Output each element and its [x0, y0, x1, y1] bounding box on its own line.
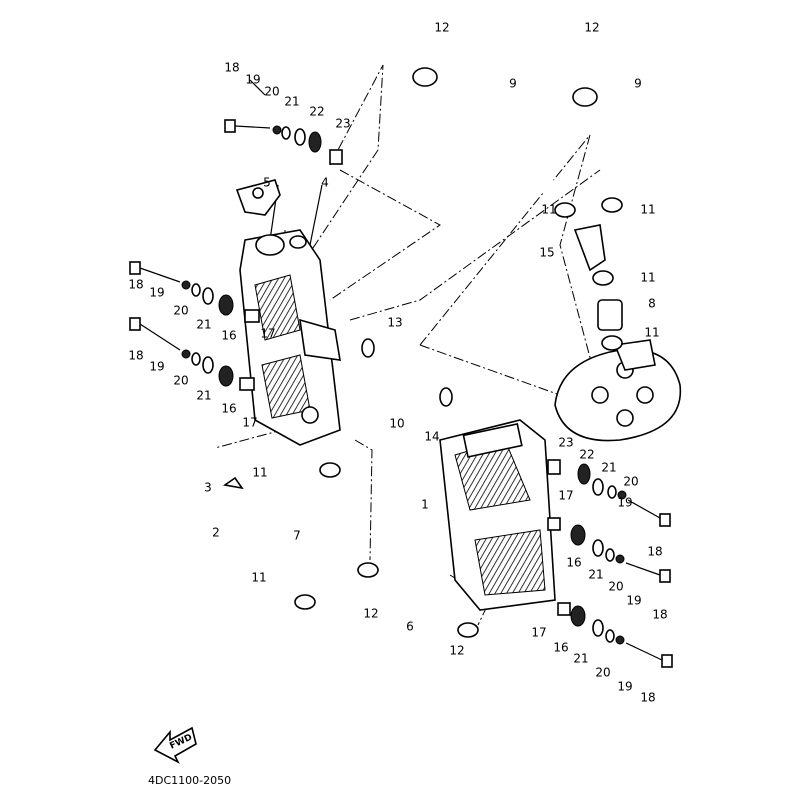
callout: 20 — [264, 85, 279, 99]
fwd-arrow-icon: FWD — [153, 726, 197, 764]
callout: 23 — [335, 117, 350, 131]
callout: 1 — [421, 498, 429, 512]
callout: 11 — [644, 326, 659, 340]
callout: 20 — [173, 374, 188, 388]
callout: 6 — [406, 620, 414, 634]
mounting-hardware — [129, 119, 673, 668]
callout: 18 — [128, 349, 143, 363]
callout: 8 — [648, 297, 656, 311]
callout: 7 — [293, 529, 301, 543]
callout: 17 — [558, 489, 573, 503]
callout: 17 — [260, 327, 275, 341]
callout: 16 — [221, 329, 236, 343]
cylinder-head — [554, 339, 682, 442]
callout: 21 — [601, 461, 616, 475]
callout: 12 — [449, 644, 464, 658]
callout: 17 — [531, 626, 546, 640]
callout: 19 — [617, 680, 632, 694]
callout: 19 — [245, 73, 260, 87]
callout: 18 — [640, 691, 655, 705]
callout: 11 — [541, 203, 556, 217]
radiator-cap — [235, 179, 281, 216]
callout: 11 — [640, 271, 655, 285]
callout: 11 — [251, 571, 266, 585]
part-code: 4DC1100-2050 — [148, 774, 231, 787]
hoses — [234, 86, 641, 641]
callout: 2 — [212, 526, 220, 540]
callout: 12 — [584, 21, 599, 35]
callout: 9 — [509, 77, 517, 91]
callout: 16 — [221, 402, 236, 416]
callout: 19 — [626, 594, 641, 608]
callout: 3 — [204, 481, 212, 495]
callout: 13 — [387, 316, 402, 330]
callout: 20 — [623, 475, 638, 489]
callout: 19 — [149, 360, 164, 374]
callout: 14 — [424, 430, 439, 444]
callout: 18 — [652, 608, 667, 622]
callout: 21 — [196, 318, 211, 332]
callout: 19 — [149, 286, 164, 300]
callout: 21 — [284, 95, 299, 109]
callout: 15 — [539, 246, 554, 260]
callout: 18 — [128, 278, 143, 292]
callouts: 18 19 20 21 22 23 12 9 12 9 5 4 11 11 15… — [128, 21, 667, 705]
callout: 12 — [434, 21, 449, 35]
callout: 10 — [389, 417, 404, 431]
callout: 18 — [647, 545, 662, 559]
callout: 19 — [617, 496, 632, 510]
callout: 11 — [252, 466, 267, 480]
callout: 9 — [634, 77, 642, 91]
callout: 16 — [566, 556, 581, 570]
hose-clamps — [222, 67, 623, 638]
left-radiator — [239, 229, 341, 446]
callout: 22 — [579, 448, 594, 462]
callout: 12 — [363, 607, 378, 621]
callout: 17 — [242, 416, 257, 430]
callout: 18 — [224, 61, 239, 75]
right-radiator — [439, 419, 556, 611]
callout: 21 — [196, 389, 211, 403]
callout: 20 — [595, 666, 610, 680]
callout: 5 — [263, 176, 271, 190]
callout: 20 — [608, 580, 623, 594]
callout: 20 — [173, 304, 188, 318]
callout: 23 — [558, 436, 573, 450]
callout: 16 — [553, 641, 568, 655]
callout: 11 — [640, 203, 655, 217]
callout: 21 — [588, 568, 603, 582]
callout: 21 — [573, 652, 588, 666]
callout: 22 — [309, 105, 324, 119]
callout: 4 — [321, 176, 329, 190]
